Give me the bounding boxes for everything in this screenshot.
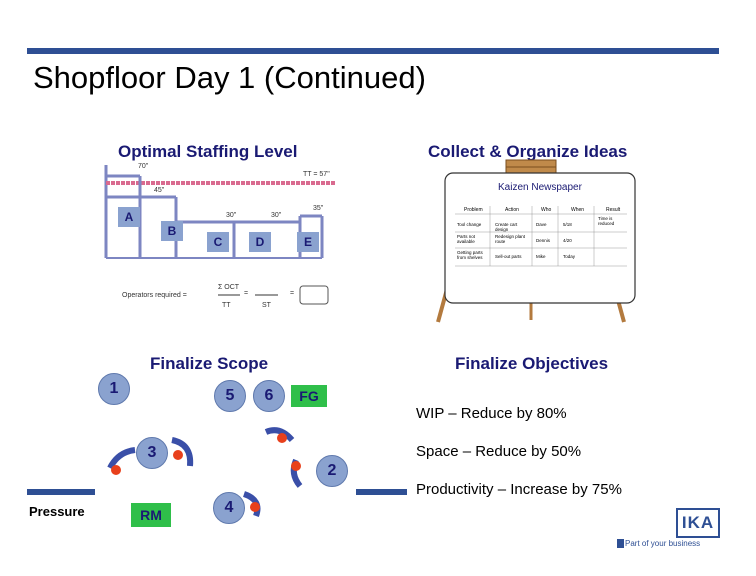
ideas-heading: Collect & Organize Ideas [428, 142, 628, 161]
label-tt: TT = 57" [303, 171, 330, 178]
label-45: 45" [154, 187, 165, 194]
scope-node-2: 2 [316, 455, 348, 487]
table-cell: Today [563, 254, 576, 259]
objective-productivity: Productivity – Increase by 75% [416, 481, 622, 498]
scope-heading: Finalize Scope [150, 354, 269, 373]
operator-d: D [249, 232, 271, 252]
bottom-divider-left [27, 489, 95, 495]
table-cell: Dennis [536, 238, 551, 243]
label-35: 35" [313, 205, 324, 212]
label-70: 70" [138, 163, 149, 170]
label-30-a: 30" [226, 212, 237, 219]
objective-space: Space – Reduce by 50% [416, 443, 582, 460]
ika-logo: IKA [676, 508, 720, 538]
equals-sign: = [244, 290, 249, 297]
table-cell: Getting parts from shelves [457, 250, 483, 260]
bottom-divider-right [356, 489, 407, 495]
col-result: Result [606, 207, 621, 213]
scope-node-5: 5 [214, 380, 246, 412]
logo-tagline: Part of your business [625, 539, 701, 548]
worker-icon-3 [264, 427, 295, 443]
table-cell: Parts not available [457, 234, 476, 244]
table-cell: Redesign plant route [495, 234, 526, 244]
worker-icon-5 [242, 491, 261, 518]
operator-e: E [297, 232, 319, 252]
top-divider [27, 48, 719, 54]
sum-oct-label: Σ OCT [218, 284, 240, 291]
scope-node-1: 1 [98, 373, 130, 405]
table-cell: Time is reduced [598, 216, 615, 226]
operator-c: C [207, 232, 229, 252]
staffing-heading: Optimal Staffing Level [118, 142, 298, 161]
worker-icon-4 [290, 458, 303, 488]
table-cell: Create cart design [495, 222, 518, 232]
pressure-label: Pressure [29, 504, 85, 519]
ika-logo-text: IKA [681, 513, 715, 532]
kaizen-board-title: Kaizen Newspaper [498, 182, 582, 193]
col-who: Who [541, 207, 552, 213]
table-cell: Dave [536, 222, 547, 227]
st-denominator: ST [262, 302, 271, 309]
fg-box: FG [291, 385, 327, 407]
operator-b: B [161, 221, 183, 241]
worker-icon-2 [171, 437, 194, 467]
table-cell: Sell-out parts [495, 254, 522, 259]
operators-required-label: Operators required = [122, 292, 187, 299]
tt-denominator: TT [222, 302, 231, 309]
col-action: Action [505, 207, 519, 213]
label-30-b: 30" [271, 212, 282, 219]
col-when: When [571, 207, 585, 213]
logo-mark-icon [617, 539, 624, 548]
objective-wip: WIP – Reduce by 80% [416, 405, 567, 422]
equals-sign-2: = [290, 290, 295, 297]
scope-node-6: 6 [253, 380, 285, 412]
worker-icon-1 [107, 447, 136, 475]
operator-a: A [118, 207, 140, 227]
col-problem: Problem [464, 207, 483, 213]
rm-box: RM [131, 503, 171, 527]
table-cell: 4/20 [563, 238, 572, 243]
table-cell: Mike [536, 254, 546, 259]
slide-title: Shopfloor Day 1 (Continued) [33, 60, 426, 95]
table-cell: Tool change [457, 222, 482, 227]
scope-node-3: 3 [136, 437, 168, 469]
scope-node-4: 4 [213, 492, 245, 524]
objectives-heading: Finalize Objectives [455, 354, 609, 373]
table-cell: 5/18 [563, 222, 572, 227]
